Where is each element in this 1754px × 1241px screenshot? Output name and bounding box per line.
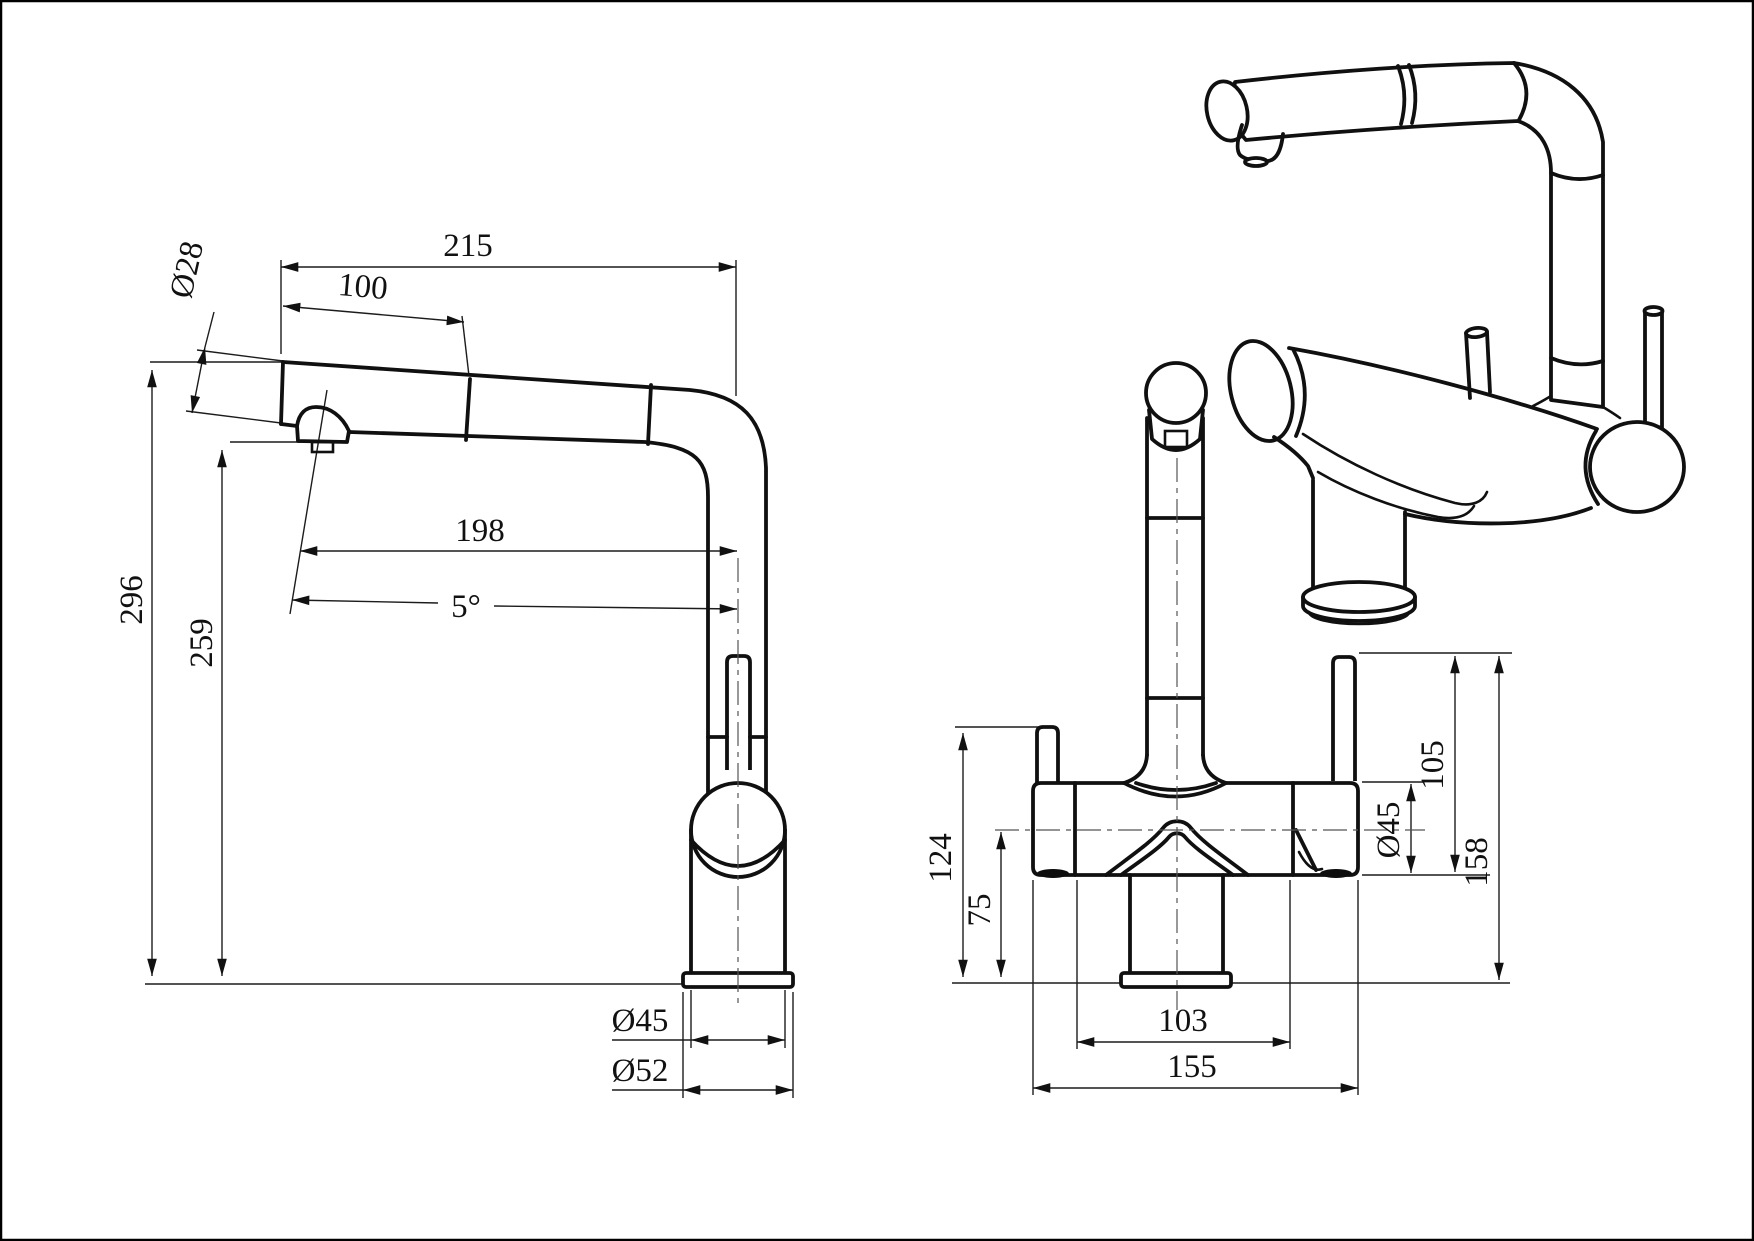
side-view-dimension-lines (145, 260, 794, 1098)
dim-body-centre-height: 75 (962, 894, 998, 927)
front-view-spout-end (1144, 361, 1208, 425)
dim-outlet-height: 259 (184, 618, 220, 668)
front-view-faucet-outline (995, 361, 1425, 1010)
dim-handle-top-height: 124 (923, 833, 959, 883)
dim-outlet-reach: 198 (455, 513, 505, 549)
perspective-base (1301, 478, 1417, 626)
dim-body-length: 155 (1167, 1049, 1217, 1085)
dim-spout-angle: 5° (451, 589, 481, 625)
dim-overall-height: 296 (114, 575, 150, 625)
dim-column-diameter: Ø45 (612, 1003, 669, 1039)
front-view: 124 75 103 155 Ø45 105 158 (923, 361, 1512, 1095)
side-view-aerator (310, 440, 335, 454)
dim-reach: 215 (443, 228, 493, 264)
perspective-view (1204, 61, 1686, 626)
front-view-base-flange (1119, 971, 1233, 989)
front-view-aerator (1163, 429, 1189, 449)
front-view-right-handle (1331, 655, 1357, 781)
perspective-spout-tip (1204, 79, 1250, 143)
front-view-body (1031, 781, 1360, 877)
dim-spout-diameter: Ø28 (163, 238, 211, 301)
dim-flange-diameter: Ø52 (612, 1053, 669, 1089)
dim-port-spacing: 103 (1158, 1003, 1208, 1039)
dim-spout-section: 100 (337, 267, 389, 307)
side-view: 215 100 Ø28 198 5° 296 259 Ø45 Ø52 (114, 228, 795, 1098)
perspective-body (1227, 305, 1686, 526)
perspective-left-handle (1464, 325, 1492, 400)
front-view-left-handle (1035, 725, 1060, 783)
dim-body-diameter: Ø45 (1371, 802, 1407, 859)
side-view-faucet-outline (279, 360, 795, 1008)
dim-handle-height: 158 (1459, 837, 1495, 887)
perspective-spout (1204, 61, 1605, 409)
dim-handle-rise: 105 (1415, 740, 1451, 790)
